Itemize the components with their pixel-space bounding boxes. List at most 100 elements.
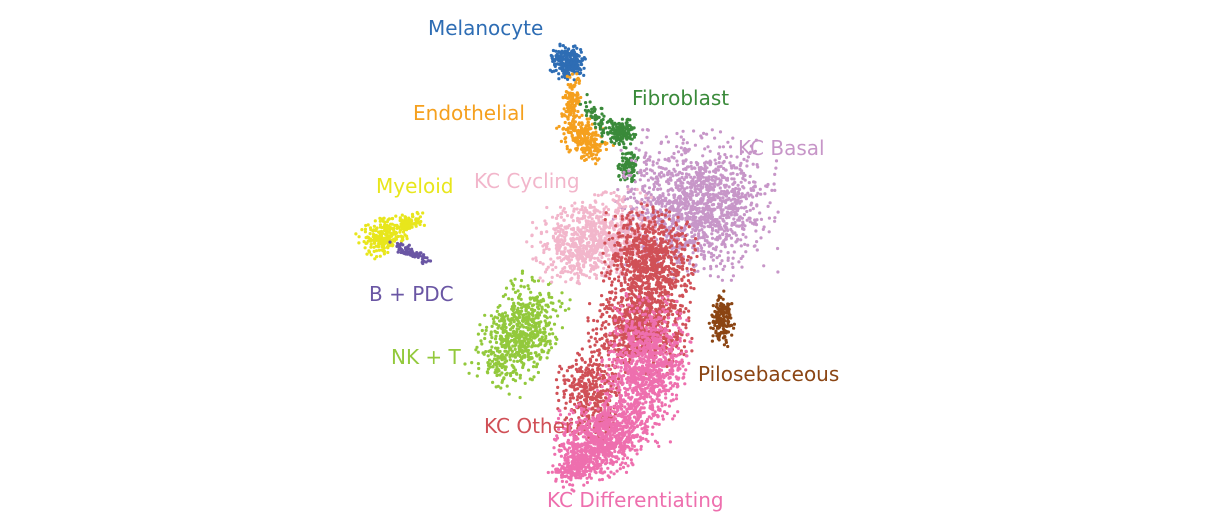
point <box>510 334 514 338</box>
point <box>694 193 698 197</box>
point <box>545 205 549 210</box>
point <box>531 336 535 340</box>
point <box>702 207 706 211</box>
point <box>515 340 519 344</box>
point <box>690 230 694 234</box>
point <box>561 44 565 48</box>
point <box>632 135 637 139</box>
point <box>504 286 509 290</box>
point <box>583 108 588 112</box>
point <box>568 298 572 302</box>
point <box>411 215 415 219</box>
point <box>649 251 653 255</box>
point <box>524 305 528 309</box>
point <box>701 185 705 189</box>
point <box>698 216 702 220</box>
point <box>742 213 747 217</box>
point <box>593 118 597 122</box>
point <box>646 249 651 253</box>
point <box>717 227 721 231</box>
point <box>617 228 622 232</box>
point <box>592 205 596 209</box>
point <box>498 373 502 377</box>
point <box>375 255 379 259</box>
point <box>588 117 592 121</box>
point <box>694 190 698 194</box>
point <box>710 203 715 207</box>
point <box>730 202 734 206</box>
point <box>717 161 721 165</box>
point <box>530 330 534 334</box>
point <box>518 335 522 339</box>
point <box>700 224 704 228</box>
point <box>692 244 696 248</box>
point <box>629 189 633 193</box>
point <box>719 204 723 208</box>
point <box>706 145 710 149</box>
point <box>516 351 520 355</box>
point <box>686 149 690 153</box>
cluster-kc-basal-points <box>611 128 780 282</box>
point <box>602 114 606 118</box>
point <box>511 287 515 291</box>
point <box>407 250 411 254</box>
point <box>495 349 499 353</box>
point <box>611 241 615 245</box>
point <box>773 188 777 192</box>
point <box>684 212 689 216</box>
point <box>748 174 752 178</box>
point <box>603 218 607 222</box>
point <box>676 178 680 182</box>
point <box>640 141 644 145</box>
point <box>579 125 583 129</box>
point <box>557 299 561 303</box>
point <box>476 350 480 354</box>
point <box>736 190 741 194</box>
point <box>713 224 718 228</box>
point <box>540 348 544 352</box>
point <box>600 140 604 144</box>
point <box>549 301 553 305</box>
point <box>774 166 778 170</box>
point <box>425 256 429 260</box>
point <box>670 155 674 159</box>
point <box>656 177 660 181</box>
point <box>681 159 685 163</box>
point <box>617 195 621 199</box>
point <box>544 336 548 340</box>
point <box>672 276 676 280</box>
point <box>543 242 547 247</box>
point <box>357 241 361 245</box>
point <box>685 141 689 145</box>
point <box>678 197 682 201</box>
point <box>706 188 711 192</box>
point <box>541 330 545 335</box>
point <box>588 269 593 273</box>
point <box>693 248 697 252</box>
point <box>502 377 506 381</box>
point <box>584 113 589 118</box>
point <box>548 68 552 72</box>
point <box>709 267 713 271</box>
point <box>732 250 736 254</box>
point <box>598 144 602 148</box>
point <box>493 315 497 319</box>
point <box>508 332 512 336</box>
point <box>568 75 572 79</box>
point <box>755 240 759 244</box>
point <box>519 278 524 283</box>
point <box>513 277 517 281</box>
point <box>522 339 527 343</box>
point <box>758 187 762 191</box>
point <box>534 326 538 330</box>
point <box>613 243 617 247</box>
point <box>768 201 772 205</box>
point <box>648 155 652 159</box>
point <box>577 115 582 119</box>
point <box>664 135 669 139</box>
point <box>593 156 598 160</box>
point <box>642 169 647 173</box>
point <box>398 216 402 220</box>
point <box>721 232 725 236</box>
point <box>637 148 641 152</box>
